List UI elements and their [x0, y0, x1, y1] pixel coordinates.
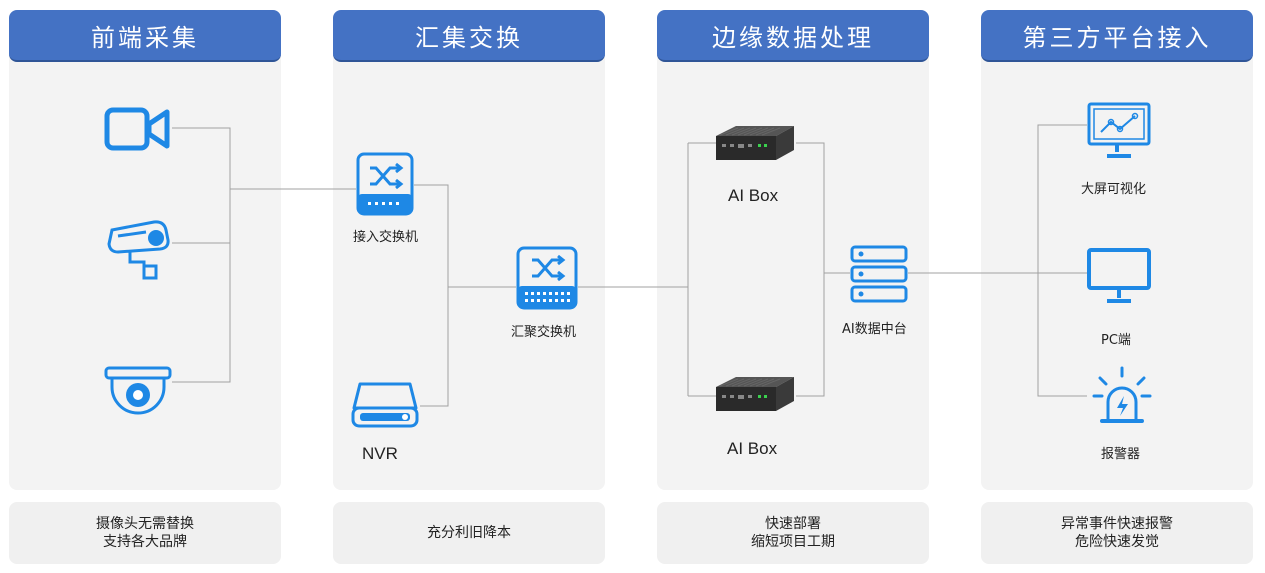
column-footer-switching: 充分利旧降本 — [333, 502, 605, 564]
column-header-platform: 第三方平台接入 — [981, 10, 1253, 62]
video-camera-icon — [104, 107, 170, 151]
aggregation-switch-label: 汇聚交换机 — [511, 325, 577, 340]
ai-box-top-label: AI Box — [728, 186, 779, 205]
bullet-camera-icon — [107, 220, 170, 280]
big-screen-label: 大屏可视化 — [1081, 182, 1147, 197]
footer-line: 摄像头无需替换 — [96, 516, 194, 532]
access-switch-label: 接入交换机 — [353, 230, 419, 245]
access-switch-icon — [356, 152, 414, 216]
monitor-icon — [1087, 248, 1151, 303]
column-header-capture: 前端采集 — [9, 10, 281, 62]
footer-line: 支持各大品牌 — [103, 534, 187, 550]
alarm-label: 报警器 — [1101, 447, 1141, 462]
footer-line: 缩短项目工期 — [751, 534, 835, 550]
ai-data-platform-label: AI数据中台 — [842, 322, 907, 337]
ai-box-bottom-label: AI Box — [727, 439, 778, 458]
nvr-label: NVR — [362, 444, 398, 463]
footer-line: 危险快速发觉 — [1075, 534, 1159, 550]
column-header-switching: 汇集交换 — [333, 10, 605, 62]
footer-line: 异常事件快速报警 — [1061, 516, 1173, 532]
server-icon — [850, 245, 908, 303]
column-footer-capture: 摄像头无需替换 支持各大品牌 — [9, 502, 281, 564]
column-footer-edge: 快速部署 缩短项目工期 — [657, 502, 929, 564]
monitor-chart-icon — [1087, 102, 1151, 158]
alarm-light-icon — [1092, 366, 1152, 423]
dome-camera-icon — [104, 366, 172, 415]
ai-box-icon — [716, 126, 794, 160]
column-panel-platform — [981, 40, 1253, 490]
footer-line: 充分利旧降本 — [427, 525, 511, 541]
footer-line: 快速部署 — [765, 516, 821, 532]
nvr-icon — [351, 382, 419, 428]
aggregation-switch-icon — [516, 246, 578, 310]
pc-label: PC端 — [1101, 333, 1131, 348]
ai-box-icon — [716, 377, 794, 411]
column-header-edge: 边缘数据处理 — [657, 10, 929, 62]
column-footer-platform: 异常事件快速报警 危险快速发觉 — [981, 502, 1253, 564]
column-panel-edge — [657, 40, 929, 490]
